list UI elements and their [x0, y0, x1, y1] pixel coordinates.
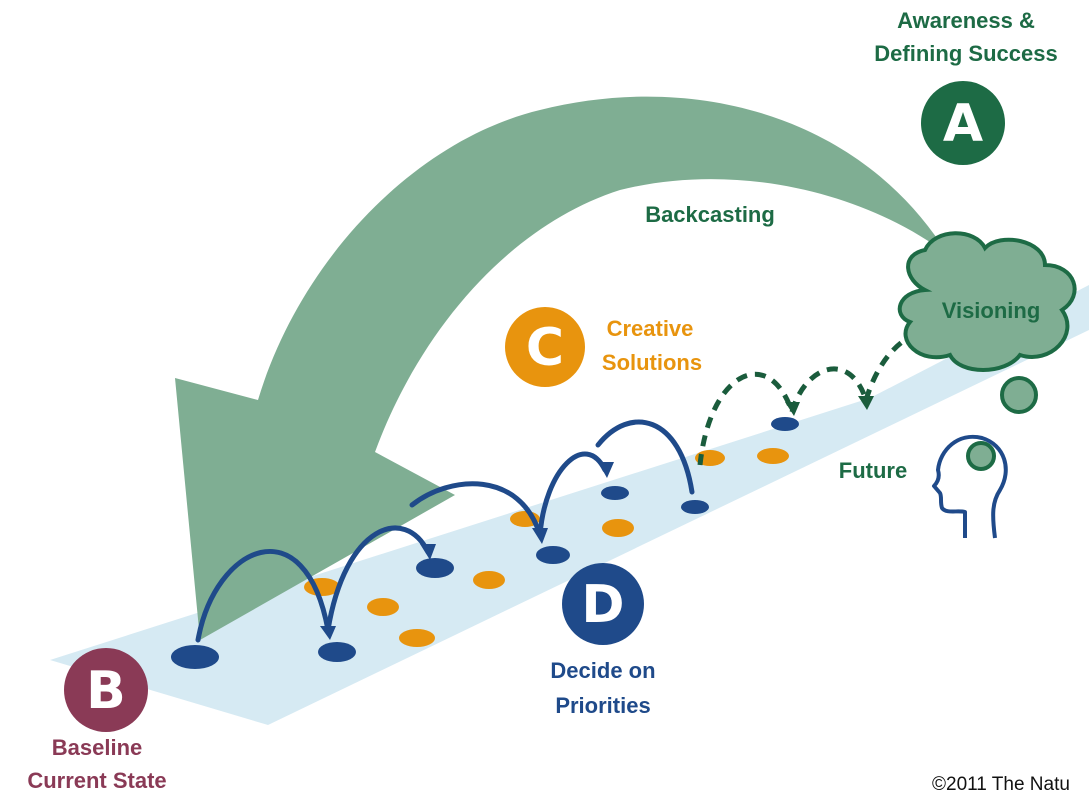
solution-dot — [602, 519, 634, 537]
step-dot — [681, 500, 709, 514]
timeline-path — [50, 285, 1089, 725]
stage-c-title-line1: Creative — [607, 316, 694, 341]
stage-a-letter: A — [943, 94, 983, 154]
stage-d-title-line2: Priorities — [555, 693, 650, 718]
dashed-arc — [697, 371, 795, 466]
stage-a-title-line1: Awareness & — [897, 8, 1035, 33]
hop-arc — [325, 525, 431, 633]
stage-d-badge: D — [562, 563, 644, 645]
dashed-arc — [863, 337, 907, 401]
arrowhead — [598, 462, 614, 478]
hop-arc — [537, 451, 608, 538]
person-head-silhouette-icon — [932, 434, 1008, 539]
step-dot — [601, 486, 629, 500]
step-dot — [536, 546, 570, 564]
stage-d-title-line1: Decide on — [550, 658, 655, 683]
future-dashed-arcs — [697, 337, 907, 466]
backcasting-arrow — [175, 96, 948, 641]
step-dots — [171, 417, 799, 669]
stage-c-badge: C — [505, 307, 585, 387]
stage-b-title-line2: Current State — [27, 768, 166, 792]
hop-arc — [409, 481, 543, 538]
hop-arc — [195, 548, 331, 643]
thought-cloud-icon — [897, 231, 1077, 471]
stage-c-letter: C — [526, 318, 564, 378]
future-label: Future — [839, 458, 907, 483]
step-arcs — [195, 419, 695, 643]
solution-dot — [473, 571, 505, 589]
arrowhead — [420, 544, 436, 560]
dashed-arrowheads — [785, 396, 874, 416]
copyright-notice: ©2011 The Natu — [932, 774, 1070, 792]
arrowhead — [858, 396, 874, 410]
stage-a-title-line2: Defining Success — [874, 41, 1057, 66]
stage-b-letter: B — [86, 661, 126, 721]
thought-bubble — [1000, 376, 1038, 414]
stage-a-badge: A — [921, 81, 1005, 165]
step-dot — [171, 645, 219, 669]
visioning-label: Visioning — [942, 298, 1041, 323]
hop-arc — [595, 419, 695, 495]
thought-bubble — [966, 441, 996, 471]
step-dot — [771, 417, 799, 431]
step-dot — [318, 642, 356, 662]
step-dot — [416, 558, 454, 578]
arrowhead — [532, 528, 548, 544]
stage-b-title-line1: Baseline — [52, 735, 143, 760]
backcasting-label: Backcasting — [645, 202, 775, 227]
dashed-arc — [789, 366, 869, 413]
stage-d-letter: D — [581, 575, 624, 635]
solution-dot — [757, 448, 789, 464]
arrowhead — [785, 402, 800, 416]
step-arrowheads — [320, 462, 614, 640]
stage-b-badge: B — [64, 648, 148, 732]
solution-dot — [399, 629, 435, 647]
arrowhead — [320, 626, 336, 640]
stage-c-title-line2: Solutions — [602, 350, 702, 375]
solution-dot — [367, 598, 399, 616]
